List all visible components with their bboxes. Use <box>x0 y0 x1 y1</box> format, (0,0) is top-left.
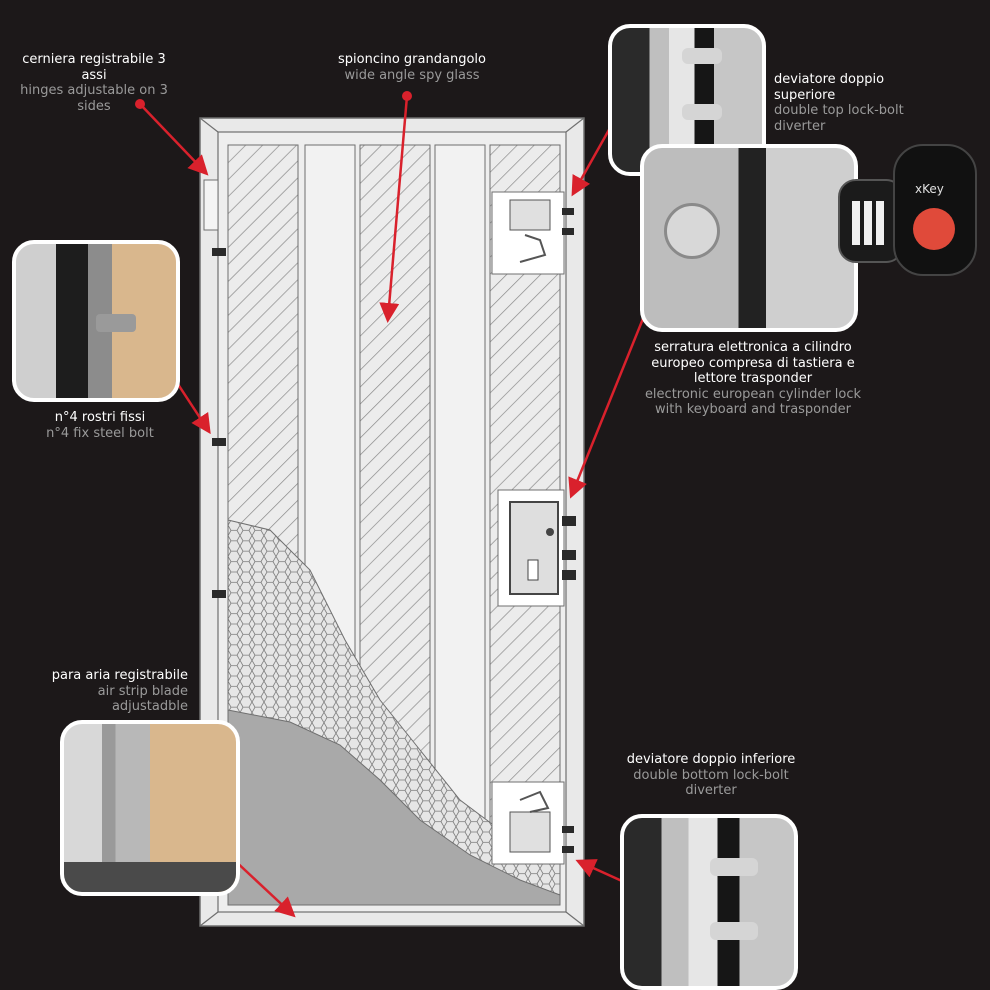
main-lock-block <box>497 489 576 607</box>
bottom-diverter-photo <box>620 814 798 990</box>
transponder-fob: xKey <box>893 144 977 276</box>
keyfob: xKey <box>838 144 978 276</box>
top-lock-block <box>491 191 574 275</box>
fixed-bolts-label-en: n°4 fix steel bolt <box>46 425 154 441</box>
floor-shape <box>64 862 236 892</box>
fob-brand: xKey <box>915 182 944 196</box>
spy-label: spioncino grandangolo wide angle spy gla… <box>322 52 502 83</box>
bolt-shape <box>682 48 722 64</box>
bolt-shape <box>96 314 136 332</box>
spy-label-en: wide angle spy glass <box>344 67 480 83</box>
bolt-shape <box>710 922 758 940</box>
fixed-bolts-label-it: n°4 rostri fissi <box>54 410 146 425</box>
keypad-grid <box>852 201 888 245</box>
cylinder-shape <box>664 203 720 259</box>
fixed-bolts-label: n°4 rostri fissi n°4 fix steel bolt <box>20 410 180 441</box>
electronic-lock-label: serratura elettronica a cilindro europeo… <box>638 340 868 418</box>
top-diverter-label-it: deviatore doppio superiore <box>774 72 885 103</box>
hinge-label-it: cerniera registrabile 3 assi <box>22 52 166 83</box>
air-strip-label-en: air strip blade adjustadble <box>97 683 188 715</box>
top-diverter-label: deviatore doppio superiore double top lo… <box>774 72 944 134</box>
air-strip-label: para aria registrabile air strip blade a… <box>20 668 188 715</box>
bottom-diverter-label: deviatore doppio inferiore double bottom… <box>620 752 802 799</box>
electronic-lock-label-it: serratura elettronica a cilindro europeo… <box>651 340 855 387</box>
hinge-label: cerniera registrabile 3 assi hinges adju… <box>14 52 174 114</box>
electronic-lock-label-en: electronic european cylinder lock with k… <box>644 386 862 418</box>
fixed-bolt-photo <box>12 240 180 402</box>
electronic-lock-photo <box>640 144 858 332</box>
fob-button <box>913 208 955 250</box>
bolt-shape <box>682 104 722 120</box>
air-strip-label-it: para aria registrabile <box>51 668 188 683</box>
spy-label-it: spioncino grandangolo <box>338 52 486 67</box>
air-strip-photo <box>60 720 240 896</box>
top-diverter-label-en: double top lock-bolt diverter <box>774 103 904 134</box>
bottom-diverter-label-en: double bottom lock-bolt diverter <box>633 767 789 799</box>
bolt-shape <box>710 858 758 876</box>
bottom-lock-block <box>491 781 574 865</box>
hinge-label-en: hinges adjustable on 3 sides <box>20 83 168 114</box>
bottom-diverter-label-it: deviatore doppio inferiore <box>626 752 796 767</box>
steel-sheet <box>227 709 561 906</box>
